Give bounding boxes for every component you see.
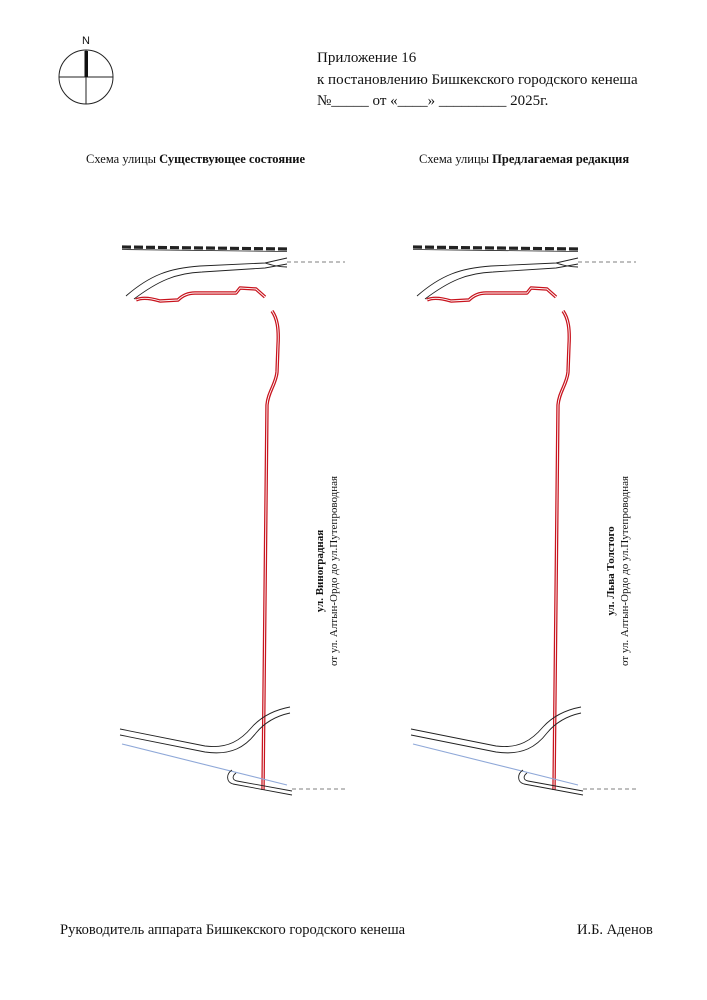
scheme-proposed: [409, 245, 638, 797]
north-label: N: [82, 35, 90, 47]
caption-prefix: Схема улицы: [86, 152, 160, 166]
north-arrow-compass: N: [56, 34, 116, 106]
scheme-existing: [118, 245, 347, 797]
document-header: Приложение 16 к постановлению Бишкекског…: [317, 48, 638, 113]
street-range: от ул. Алтын-Ордо до ул.Путепроводная: [619, 475, 631, 667]
resolution-reference: к постановлению Бишкекского городского к…: [317, 71, 638, 88]
appendix-number: Приложение 16: [317, 50, 417, 66]
street-name: ул. Льва Толстого: [605, 526, 617, 616]
signatory-name: И.Б. Аденов: [577, 922, 653, 938]
street-label-existing: ул. Виноградная от ул. Алтын-Ордо до ул.…: [313, 466, 341, 676]
signatory-position: Руководитель аппарата Бишкекского городс…: [60, 922, 406, 938]
scheme-caption-existing: Схема улицы Существующее состояние: [86, 152, 305, 167]
caption-prefix: Схема улицы: [419, 152, 493, 166]
scheme-caption-proposed: Схема улицы Предлагаемая редакция: [419, 152, 629, 167]
north-arrow-compass-icon: N: [58, 35, 114, 105]
caption-bold: Существующее состояние: [159, 152, 306, 166]
street-name: ул. Виноградная: [314, 529, 326, 613]
caption-bold: Предлагаемая редакция: [492, 152, 630, 166]
resolution-number-date: №_____ от «____» _________ 2025г.: [317, 93, 549, 109]
street-label-proposed: ул. Льва Толстого от ул. Алтын-Ордо до у…: [604, 466, 632, 676]
street-range: от ул. Алтын-Ордо до ул.Путепроводная: [328, 475, 340, 667]
